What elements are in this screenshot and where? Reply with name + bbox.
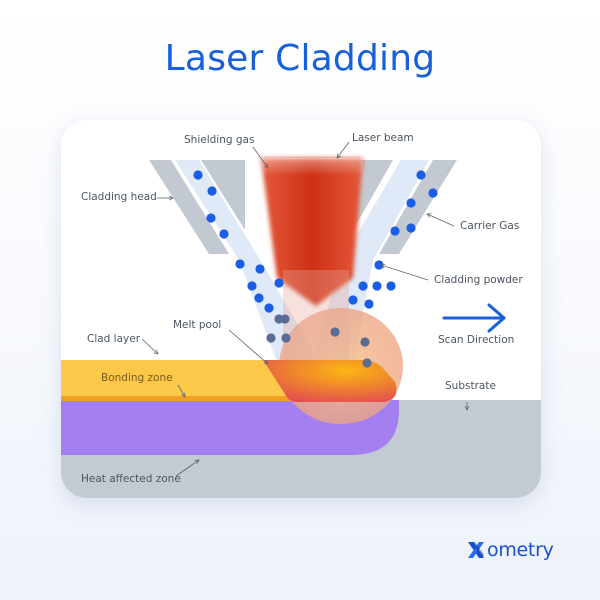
label-clad-layer: Clad layer bbox=[87, 333, 141, 345]
powder-particle bbox=[372, 281, 382, 291]
powder-particle bbox=[416, 170, 426, 180]
xometry-logo: ometry bbox=[466, 539, 554, 561]
powder-particle bbox=[428, 188, 438, 198]
powder-particle bbox=[255, 264, 265, 274]
powder-particle-in-pool bbox=[266, 333, 276, 343]
cladding-head-left-inner bbox=[201, 160, 245, 230]
leader-lines bbox=[141, 141, 467, 477]
powder-particle bbox=[247, 281, 257, 291]
powder-particle bbox=[219, 229, 229, 239]
xometry-x-icon bbox=[468, 542, 484, 558]
label-cladding-powder: Cladding powder bbox=[434, 274, 523, 286]
label-substrate: Substrate bbox=[445, 380, 496, 392]
label-scan-direction: Scan Direction bbox=[438, 334, 515, 346]
powder-particle bbox=[235, 259, 245, 269]
clad-layer bbox=[61, 360, 289, 396]
label-melt-pool: Melt pool bbox=[173, 319, 222, 331]
diagram-card: Shielding gas Laser beam Cladding head C… bbox=[61, 120, 541, 498]
powder-particle bbox=[406, 223, 416, 233]
powder-particle-in-pool bbox=[362, 358, 372, 368]
label-shielding-gas: Shielding gas bbox=[184, 134, 255, 146]
label-bonding-zone: Bonding zone bbox=[101, 372, 173, 384]
label-carrier-gas: Carrier Gas bbox=[460, 220, 520, 232]
powder-particle-in-pool bbox=[330, 327, 340, 337]
powder-particle bbox=[193, 170, 203, 180]
powder-particle bbox=[207, 186, 217, 196]
powder-particle-in-pool bbox=[281, 333, 291, 343]
powder-particle bbox=[358, 281, 368, 291]
melt-pool bbox=[263, 360, 397, 402]
label-laser-beam: Laser beam bbox=[352, 132, 414, 144]
powder-particle-in-pool bbox=[280, 314, 290, 324]
bonding-zone bbox=[61, 394, 291, 401]
cladding-head-right-inner bbox=[353, 160, 393, 230]
label-heat-affected-zone: Heat affected zone bbox=[81, 473, 181, 485]
powder-particle bbox=[254, 293, 264, 303]
powder-particle bbox=[406, 198, 416, 208]
laser-cladding-diagram bbox=[61, 141, 541, 498]
powder-particle bbox=[364, 299, 374, 309]
powder-particle bbox=[274, 278, 284, 288]
powder-particle-in-pool bbox=[360, 337, 370, 347]
powder-particle bbox=[206, 213, 216, 223]
powder-particle bbox=[264, 303, 274, 313]
cladding-head-left-outer bbox=[149, 160, 229, 254]
powder-particle bbox=[390, 226, 400, 236]
logo-wordmark: ometry bbox=[487, 539, 554, 561]
powder-particle bbox=[386, 281, 396, 291]
arrow-right-icon bbox=[442, 303, 506, 333]
powder-particles bbox=[193, 170, 438, 368]
powder-particle bbox=[348, 295, 358, 305]
label-cladding-head: Cladding head bbox=[81, 191, 157, 203]
page-title: Laser Cladding bbox=[164, 38, 436, 79]
